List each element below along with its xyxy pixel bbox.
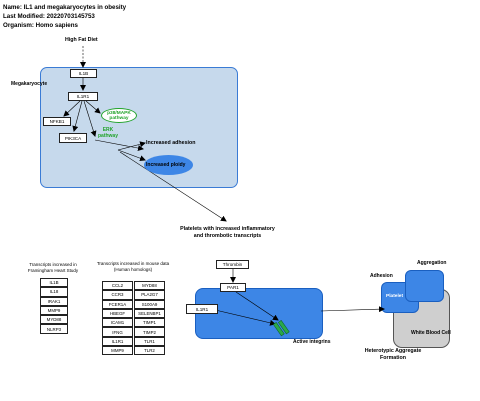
gene-box[interactable]: TLR1 (134, 336, 165, 347)
increased-ploidy-label: Increased ploidy (146, 162, 186, 168)
gene-box[interactable]: MYD88 (134, 281, 165, 291)
gene-box[interactable]: MMP9 (40, 305, 68, 316)
gene-box[interactable]: CCR3 (102, 290, 133, 300)
heterotypic-label-line1: Heterotypic Aggregate (364, 348, 422, 354)
mouse-title-line2: (Human homologs) (113, 266, 153, 272)
platelets-label-line1: Platelets with increased inflammatory (180, 226, 275, 232)
erk-pathway[interactable]: ERK pathway (97, 127, 118, 139)
pathway-name: Name: IL1 and megakaryocytes in obesity (3, 4, 127, 11)
gene-box[interactable]: S100A9 (134, 299, 165, 309)
pik3ca-node[interactable]: PIK3CA (59, 133, 87, 143)
organism: Organism: Homo sapiens (3, 22, 78, 29)
p38-mapk-pathway[interactable]: p38/MAPK pathway (101, 108, 137, 123)
platelets-label-line2: and thrombotic transcripts (193, 232, 262, 239)
platelet-label: Platelet (386, 294, 404, 299)
framingham-title-line1: Transcripts increased in (29, 262, 77, 267)
gene-box[interactable]: IL18 (40, 287, 68, 297)
gene-box[interactable]: IRAK1 (40, 296, 68, 306)
heterotypic-aggregate-label: Heterotypic Aggregate Formation (355, 348, 431, 361)
mouse-gene-list-left: CCL2 CCR3 FCER1A HBEGF ICAM1 IFNG IL1R1 … (102, 281, 134, 356)
gene-box[interactable]: TIMP2 (134, 327, 165, 337)
il1r1-node[interactable]: IL1R1 (68, 92, 98, 101)
framingham-gene-list: IL1B IL18 IRAK1 MMP9 MYD88 NLRP3 (40, 278, 68, 334)
increased-adhesion-label: Increased adhesion (146, 140, 196, 146)
gene-box[interactable]: CCL2 (102, 281, 133, 291)
gene-box[interactable]: PLA2G7 (134, 290, 165, 300)
last-modified: Last Modified: 20220703145753 (3, 13, 95, 20)
par1-node[interactable]: PAR1 (220, 283, 246, 292)
thrombin-node[interactable]: Thrombin (216, 260, 249, 269)
gene-box[interactable]: MYD88 (40, 315, 68, 325)
gene-box[interactable]: HBEGF (102, 308, 133, 319)
nfkb1-node[interactable]: NFKB1 (43, 117, 71, 126)
gene-box[interactable]: SELENBP1 (134, 308, 165, 319)
heterotypic-label-line2: Formation (380, 354, 406, 361)
white-blood-cell-label: White Blood Cell (411, 330, 451, 336)
gene-box[interactable]: IFNG (102, 327, 133, 337)
framingham-title-line2: Framingham Heart Study (27, 267, 79, 273)
increased-ploidy-shape (144, 155, 193, 175)
active-integrins-label: Active integrins (293, 339, 331, 345)
mouse-gene-list-right: MYD88 PLA2G7 S100A9 SELENBP1 TIMP1 TIMP2… (134, 281, 166, 356)
gene-box[interactable]: IL1R1 (102, 336, 133, 347)
gene-box[interactable]: FCER1A (102, 299, 133, 309)
gene-box[interactable]: MMP9 (102, 346, 133, 356)
mouse-title-line1: Transcripts increased in mouse data (96, 261, 170, 266)
framingham-title: Transcripts increased in Framingham Hear… (22, 262, 84, 273)
gene-box[interactable]: IL1B (40, 278, 68, 288)
integrin-icon (272, 320, 290, 337)
aggregation-label: Aggregation (417, 260, 447, 266)
gene-box[interactable]: NLRP3 (40, 324, 68, 334)
adhesion-label: Adhesion (370, 273, 393, 279)
aggregation-platelet-shape (405, 270, 444, 302)
platelets-transcripts-label: Platelets with increased inflammatory an… (165, 226, 290, 239)
gene-box[interactable]: ICAM1 (102, 318, 133, 328)
gene-box[interactable]: TIMP1 (134, 318, 165, 328)
megakaryocyte-label: Megakaryocyte (11, 81, 48, 87)
mouse-title: Transcripts increased in mouse data (Hum… (88, 261, 178, 272)
il1r1-platelet-node[interactable]: IL1R1 (186, 304, 218, 314)
il1b-node[interactable]: IL1B (70, 69, 97, 78)
high-fat-diet-label: High Fat Diet (65, 37, 98, 43)
gene-box[interactable]: TLR2 (134, 346, 165, 356)
